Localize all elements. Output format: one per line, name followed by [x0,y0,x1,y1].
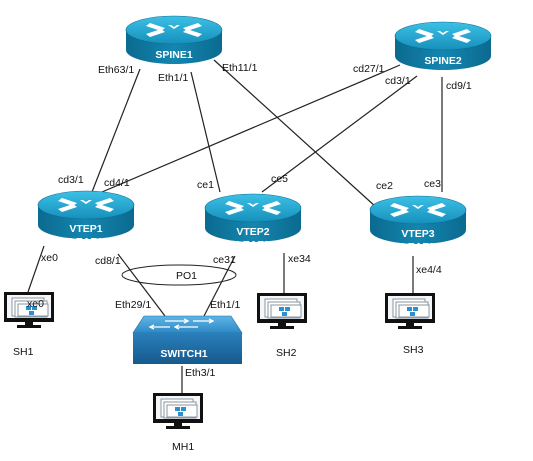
port-leaf1-cd4: cd4/1 [104,177,130,189]
spine1-label: SPINE1 [155,49,193,61]
link-spine1-leaf2 [190,71,221,193]
switch1-label: SWITCH1 [160,348,207,360]
port-spine1-eth11: Eth11/1 [222,62,258,74]
leaf1-vtep-label: VTEP1 [69,223,102,235]
spine2-router[interactable]: SPINE2 [394,21,492,71]
port-leaf2-xe34: xe34 [288,253,311,265]
link-spine1-leaf1 [91,68,141,193]
switch-icon [132,315,243,364]
port-sh1-xe0: xe0 [27,298,44,310]
leaf3-router[interactable]: VTEP3 LEAF3 [369,195,467,253]
link-leaf2-switch1 [203,255,236,317]
port-leaf2-ce5: ce5 [271,173,288,185]
link-spine1-leaf3 [213,59,377,208]
port-switch-eth29: Eth29/1 [115,299,151,311]
sh2-label: SH2 [276,347,297,359]
port-labels: Eth63/1 Eth1/1 Eth11/1 cd27/1 cd3/1 cd9/… [27,62,472,379]
port-leaf3-ce2: ce2 [376,180,393,192]
computer-monitor-icon [384,292,436,330]
spine2-label: SPINE2 [424,55,462,67]
port-spine1-eth1: Eth1/1 [158,72,189,84]
computer-monitor-icon [256,292,308,330]
port-leaf2-ce1: ce1 [197,179,214,191]
spine1-router[interactable]: SPINE1 [125,15,223,65]
leaf3-name-label: LEAF3 [401,241,434,253]
port-spine2-cd9: cd9/1 [446,80,472,92]
port-leaf3-ce3: ce3 [424,178,441,190]
leaf1-router[interactable]: VTEP1 LEAF1 [37,190,135,248]
link-spine2-leaf1 [101,64,401,193]
port-leaf1-cd3: cd3/1 [58,174,84,186]
switch1[interactable]: SWITCH1 [132,315,243,364]
port-leaf2-ce31: ce31 [213,254,236,266]
port-spine2-cd27: cd27/1 [353,63,385,75]
host-sh3[interactable] [384,292,436,330]
port-spine1-eth63: Eth63/1 [98,64,134,76]
link-spine2-leaf2 [261,75,418,193]
computer-monitor-icon [152,392,204,430]
host-sh2[interactable] [256,292,308,330]
sh3-label: SH3 [403,344,424,356]
leaf2-vtep-label: VTEP2 [236,226,269,238]
port-spine2-cd3: cd3/1 [385,75,411,87]
port-leaf1-cd8: cd8/1 [95,255,121,267]
sh1-label: SH1 [13,346,34,358]
po1-label: PO1 [176,270,197,282]
mh1-label: MH1 [172,441,194,453]
leaf1-name-label: LEAF1 [69,236,102,248]
leaf2-router[interactable]: VTEP2 LEAF2 [204,193,302,251]
port-leaf3-xe44: xe4/4 [416,264,442,276]
leaf2-name-label: LEAF2 [236,239,269,251]
port-leaf1-xe0: xe0 [41,252,58,264]
host-mh1[interactable] [152,392,204,430]
port-switch-eth1: Eth1/1 [210,299,241,311]
link-leaf1-sh1 [27,245,45,293]
link-leaf1-switch1 [117,253,166,317]
links [27,59,443,393]
po1-port-channel-ellipse [121,264,237,286]
port-switch-eth3: Eth3/1 [185,367,216,379]
leaf3-vtep-label: VTEP3 [401,228,434,240]
